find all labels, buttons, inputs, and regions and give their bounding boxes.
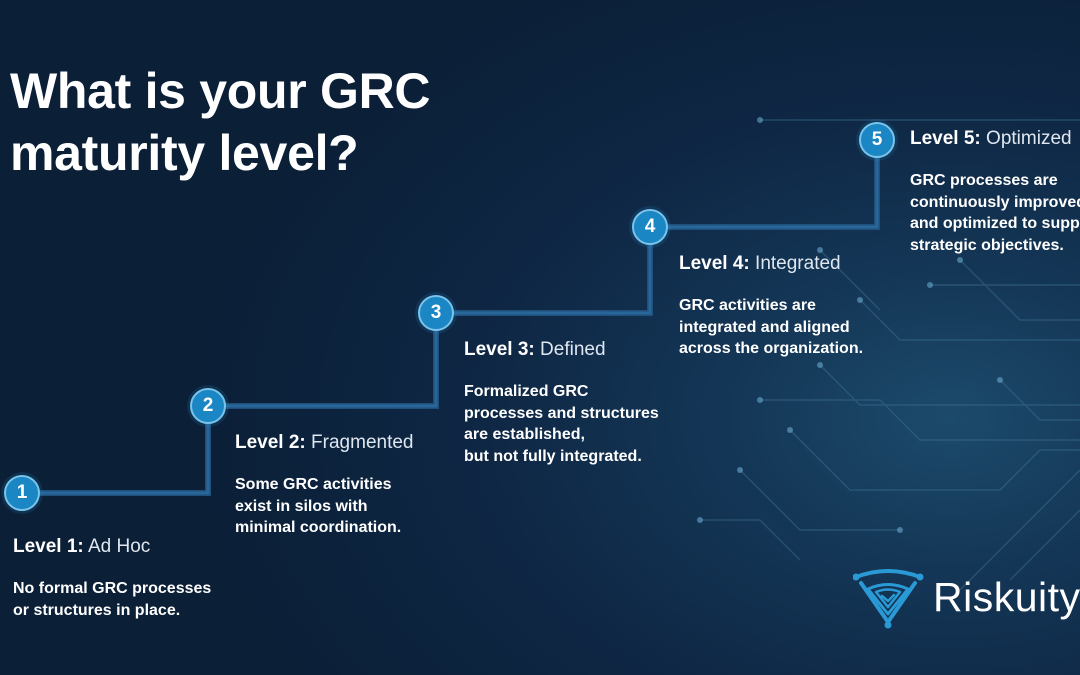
level-5-desc-line: GRC processes are <box>910 172 1058 189</box>
level-5-desc-line: and optimized to support <box>910 215 1080 232</box>
level-4-heading: Level 4: Integrated <box>679 253 841 275</box>
level-5-lead: Level 5: <box>910 128 981 149</box>
level-2-desc-line: exist in silos with <box>235 497 368 515</box>
level-3-description: Formalized GRC processes and structures … <box>464 381 659 467</box>
level-5-heading: Level 5: Optimized <box>910 128 1072 150</box>
level-1-description: No formal GRC processes or structures in… <box>13 578 211 621</box>
title-line-1: What is your GRC <box>10 63 431 119</box>
level-3-desc-line: but not fully integrated. <box>464 447 642 465</box>
level-3-desc-line: processes and structures <box>464 404 659 422</box>
level-5-description: GRC processes are continuously improved … <box>910 170 1080 256</box>
level-4-marker: 4 <box>632 209 668 245</box>
level-4-desc-line: GRC activities are <box>679 297 816 314</box>
page-title: What is your GRC maturity level? <box>10 60 431 184</box>
level-2-marker: 2 <box>190 388 226 424</box>
level-1-lead: Level 1: <box>13 536 84 557</box>
level-1-name: Ad Hoc <box>88 536 151 557</box>
level-3-desc-line: Formalized GRC <box>464 383 589 400</box>
brand-logo <box>853 569 924 629</box>
level-3-heading: Level 3: Defined <box>464 339 606 361</box>
level-1-marker: 1 <box>4 475 40 511</box>
level-3-lead: Level 3: <box>464 339 535 360</box>
level-3-marker: 3 <box>418 295 454 331</box>
level-4-lead: Level 4: <box>679 253 750 274</box>
brand-name: Riskuity <box>933 574 1080 620</box>
level-2-description: Some GRC activities exist in silos with … <box>235 474 401 539</box>
level-4-description: GRC activities are integrated and aligne… <box>679 295 863 360</box>
level-3-name: Defined <box>540 339 606 360</box>
shield-logo-icon <box>853 569 924 629</box>
level-4-desc-line: across the organization. <box>679 340 864 357</box>
level-2-lead: Level 2: <box>235 432 306 453</box>
level-5-desc-line: continuously improved <box>910 193 1080 211</box>
level-2-desc-line: Some GRC activities <box>235 476 392 493</box>
level-1-desc-line: No formal GRC processes <box>13 580 212 597</box>
title-line-2: maturity level? <box>10 125 359 181</box>
level-2-desc-line: minimal coordination. <box>235 519 402 536</box>
level-3-desc-line: are established, <box>464 426 585 443</box>
level-2-heading: Level 2: Fragmented <box>235 432 414 454</box>
level-5-desc-line: strategic objectives. <box>910 236 1064 254</box>
level-5-name: Optimized <box>986 128 1072 149</box>
level-2-name: Fragmented <box>311 432 414 453</box>
level-1-desc-line: or structures in place. <box>13 601 181 619</box>
level-4-desc-line: integrated and aligned <box>679 318 850 336</box>
level-5-marker: 5 <box>859 122 895 158</box>
level-4-name: Integrated <box>755 253 841 274</box>
level-1-heading: Level 1: Ad Hoc <box>13 536 150 558</box>
